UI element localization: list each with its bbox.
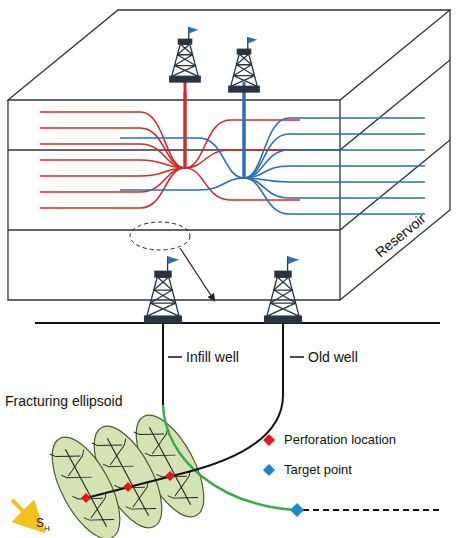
derrick-brace (231, 76, 258, 87)
vertical-well (243, 82, 246, 178)
legend-item: Perforation location (262, 432, 396, 447)
fracture-branch (50, 442, 80, 468)
horizontal-well (120, 138, 244, 178)
horizontal-well (244, 178, 425, 214)
fracture-branch (145, 428, 175, 454)
legend-item: Target point (262, 462, 352, 477)
derrick-icon (145, 256, 182, 323)
legend-swatch (262, 433, 276, 447)
derrick-brace (150, 290, 175, 303)
fracture-branch (103, 439, 133, 465)
derrick-crown (178, 39, 191, 44)
fracture-branch (145, 441, 175, 467)
horizontal-well (40, 160, 185, 168)
horizontal-well (244, 166, 425, 178)
fracture-branch (114, 473, 144, 499)
derrick-base (145, 316, 182, 323)
horizontal-well (40, 168, 185, 208)
horizontal-well (120, 178, 244, 190)
legend-text: Perforation location (284, 432, 396, 447)
detail-marker (130, 222, 190, 250)
flag (288, 256, 300, 264)
derrick-base (265, 316, 302, 323)
derrick-brace (274, 277, 292, 290)
derrick-frame (172, 44, 199, 76)
horizontal-well (244, 178, 425, 198)
derrick-icon (229, 37, 259, 92)
fracture-branch (103, 452, 133, 478)
old-well (86, 323, 283, 498)
vertical-well (184, 82, 187, 168)
derrick-brace (270, 290, 295, 303)
fracture-branch (126, 494, 156, 520)
derrick-frame (231, 54, 258, 86)
well-trajectories (40, 82, 425, 214)
stress-arrow (12, 500, 34, 522)
horizontal-well (244, 178, 425, 182)
part-label: Infill well (186, 349, 239, 365)
horizontal-well (40, 128, 185, 168)
horizontal-well (40, 168, 185, 176)
derrick-base (170, 76, 200, 82)
legend-marker (263, 434, 275, 446)
derrick-brace (172, 66, 199, 77)
perforation-points (81, 471, 175, 503)
ground-line (35, 322, 440, 324)
horizontal-well (40, 144, 185, 168)
fracture-branch (61, 450, 91, 476)
part-label: Fracturing ellipsoid (5, 393, 123, 409)
derrick-base (229, 86, 259, 92)
planned-extension (303, 509, 440, 511)
legend-swatch (262, 463, 276, 477)
derrick-crown (275, 271, 291, 277)
horizontal-well (244, 150, 425, 178)
derrick-brace (234, 65, 255, 76)
fracture-branch (134, 420, 164, 446)
derrick-frame (147, 277, 179, 316)
derricks (145, 27, 302, 323)
region-label: Reservoir (372, 210, 429, 260)
infill-well-vertical (162, 323, 164, 405)
part-label: S (36, 517, 44, 531)
horizontal-well (40, 112, 185, 168)
fracture-branch (72, 484, 102, 510)
part-label: H (44, 524, 50, 533)
flag (168, 256, 180, 264)
derrick-crown (155, 271, 171, 277)
fracture-branch (168, 483, 198, 509)
flag (189, 27, 199, 34)
ellipsoid (39, 427, 134, 538)
legend-text: Target point (284, 462, 352, 477)
part-label: Old well (308, 349, 358, 365)
ellipsoid-shape (39, 427, 134, 538)
fracture-branch (92, 431, 122, 457)
derrick-icon (170, 27, 200, 82)
derrick-brace (175, 55, 196, 66)
derrick-frame (267, 277, 299, 316)
horizontal-well (244, 118, 425, 178)
fracture-branch (61, 463, 91, 489)
detail-arrow (180, 248, 214, 300)
derrick-brace (177, 44, 192, 55)
vertical-well (184, 92, 187, 168)
leader-line (290, 356, 304, 358)
fracture (65, 449, 106, 527)
legend-marker (263, 464, 275, 476)
derrick-brace (147, 303, 179, 316)
flag (248, 37, 257, 44)
derrick-brace (236, 54, 251, 65)
derrick-crown (237, 49, 250, 54)
horizontal-well (244, 134, 425, 178)
derrick-brace (154, 277, 172, 290)
fracture-branch (84, 505, 114, 531)
fracture-branch (156, 462, 186, 488)
leader-line (168, 356, 182, 358)
derrick-icon (265, 256, 302, 323)
derrick-brace (267, 303, 299, 316)
reservoir-box (8, 10, 450, 300)
target-point (290, 503, 304, 517)
